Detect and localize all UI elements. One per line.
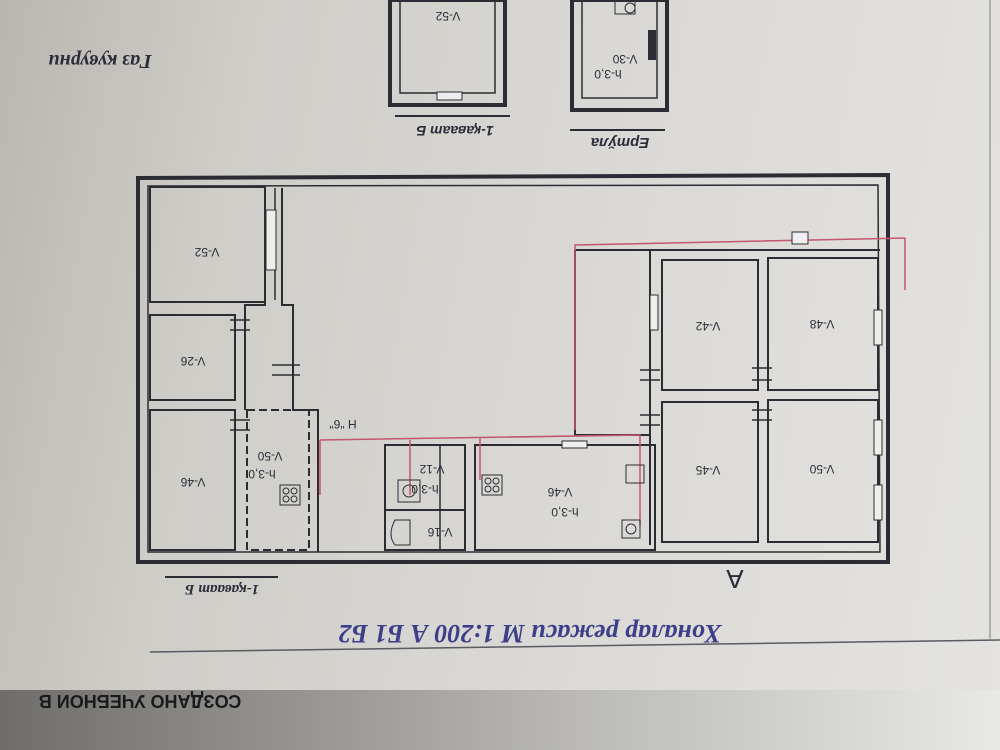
stove-icon: [279, 484, 301, 506]
floor-label-main: 1-қаваат Б: [184, 581, 259, 597]
top-plan-b: V-52 1-қаваат Б: [388, 0, 510, 139]
room6-name: V-16: [427, 525, 452, 539]
gas-pipe: [319, 237, 906, 525]
water-heater-icon: [397, 464, 645, 539]
room9-name: V-48: [809, 317, 834, 331]
top-plan-basement: V-30 h-3,0 Ертўла: [570, 0, 669, 151]
room5-name: V-12: [419, 462, 444, 476]
top2-height: h-3,0: [594, 67, 622, 81]
gas-label: Газ кувурни: [48, 50, 152, 72]
windows: [265, 209, 883, 521]
drawing-title: Хоналар режаси М 1:200 А Б1 Б2: [338, 619, 722, 648]
gas-meter: [791, 231, 809, 245]
stamp-text: СОЗДАНО УЧЕБНОИ В: [39, 691, 241, 711]
room5-height: h-3,0: [411, 482, 439, 496]
room10-name: V-45: [695, 463, 720, 477]
room4-name: V-50: [257, 449, 282, 463]
top2-name: V-30: [612, 52, 637, 66]
bathtub-icon: [390, 519, 411, 546]
sheet-frame-line: [149, 639, 1000, 653]
stove-icon-kitchen: [481, 474, 503, 496]
room2-name: V-26: [180, 354, 205, 368]
room3-name: V-46: [180, 475, 205, 489]
top1-name: V-52: [435, 9, 460, 23]
door-marks: [230, 319, 772, 431]
room1-name: V-52: [194, 245, 219, 259]
height-label: Н "6": [329, 417, 356, 431]
main-plan-walls: [136, 172, 890, 564]
room-labels: V-52 V-26 V-46 V-50 h-3,0 V-12 h-3,0 V-1…: [180, 245, 834, 539]
room4-height: h-3,0: [248, 467, 276, 481]
room8-name: V-42: [695, 319, 720, 333]
section-mark: А: [726, 564, 744, 594]
desk-surface: [0, 690, 1000, 750]
room7-name: V-46: [547, 485, 572, 499]
room11-name: V-50: [809, 462, 834, 476]
top-floor-label: 1-қаваат Б: [416, 123, 494, 139]
room7-height: h-3,0: [551, 505, 579, 519]
hallway-label: Ертўла: [591, 134, 650, 151]
